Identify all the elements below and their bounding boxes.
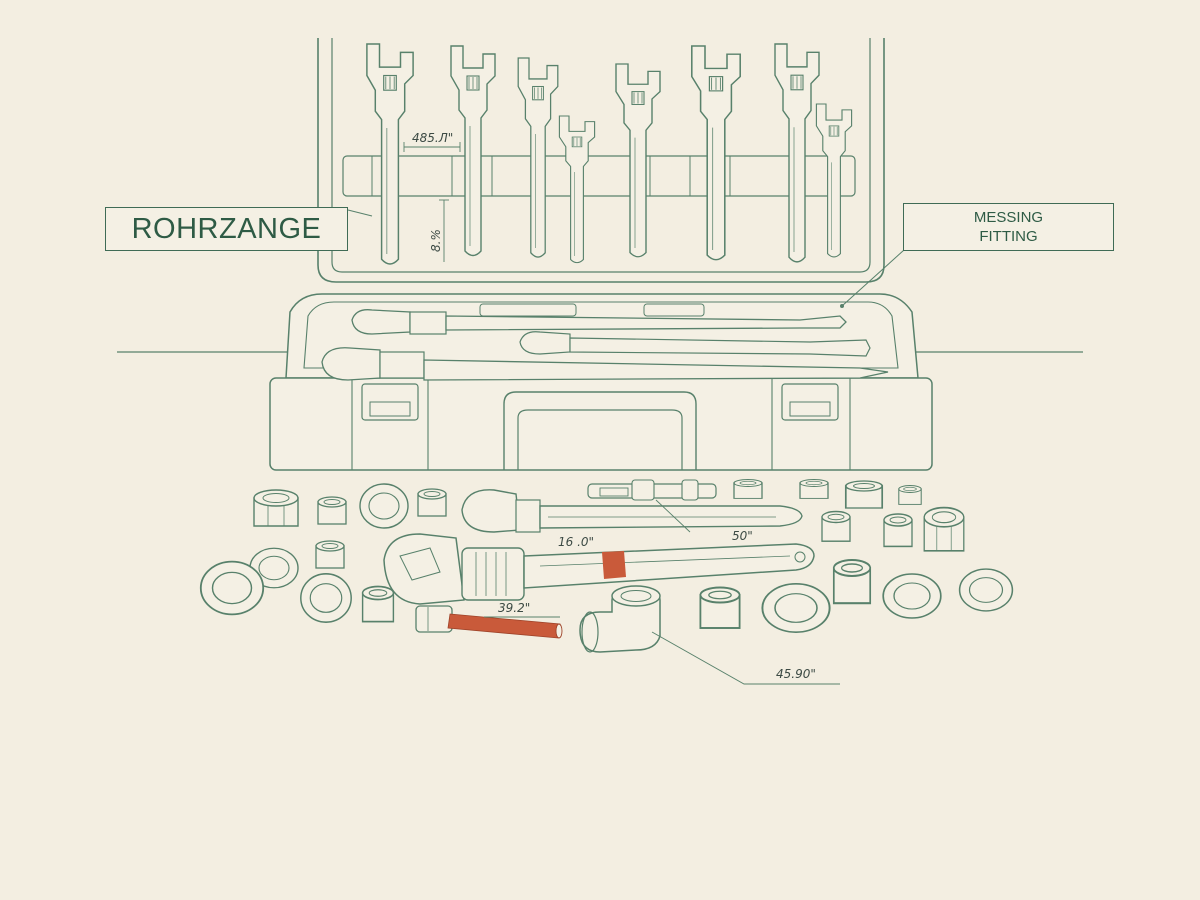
dimension-upper-height-text: 8.% xyxy=(429,229,443,252)
label-pipe-wrench: ROHRZANGE xyxy=(105,207,348,251)
case-base xyxy=(269,293,933,471)
dimension-pipe-length: 39.2" xyxy=(484,601,560,618)
leader-brass-fitting-dot xyxy=(840,304,844,308)
dimension-elbow-angle-text: 45.90" xyxy=(776,667,816,681)
middle-wrench xyxy=(461,489,803,533)
red-pipe xyxy=(415,605,563,639)
dimension-middle-right-text: 50" xyxy=(732,529,753,543)
label-brass-fitting-line2: FITTING xyxy=(979,228,1038,245)
tray-wrenches xyxy=(321,303,889,381)
elbow-fitting xyxy=(579,585,661,653)
dimension-upper-width-text: 485.Л" xyxy=(412,131,453,145)
leader-middle xyxy=(655,499,691,533)
leader-brass-fitting xyxy=(841,249,905,307)
dimension-upper-width: 485.Л" xyxy=(403,131,461,152)
dimension-middle-left-text: 16 .0" xyxy=(558,535,594,549)
case-lid xyxy=(317,38,885,283)
front-pipe-wrench xyxy=(383,533,815,605)
leader-pipe-wrench xyxy=(347,209,373,217)
label-brass-fitting-line1: MESSING xyxy=(973,209,1044,226)
label-brass-fitting: MESSING FITTING xyxy=(903,203,1114,251)
label-pipe-wrench-text: ROHRZANGE xyxy=(131,212,322,245)
dimension-pipe-length-text: 39.2" xyxy=(498,601,530,615)
grip-band-accent xyxy=(602,551,626,579)
pipe-parts-middle xyxy=(587,479,717,501)
dimension-elbow-angle: 45.90" xyxy=(651,631,840,685)
dimension-upper-height: 8.% xyxy=(429,199,449,262)
